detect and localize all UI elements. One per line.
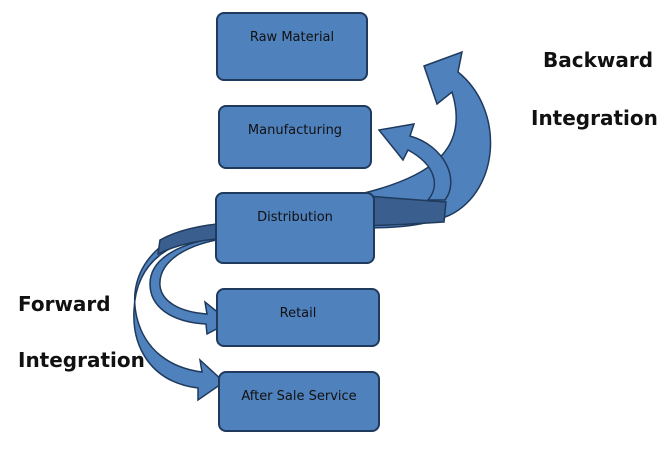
raw-material-box: Raw Material	[216, 12, 368, 81]
backward-integration-label-line1: Backward	[543, 48, 654, 72]
distribution-label: Distribution	[257, 210, 333, 225]
after-sale-service-label: After Sale Service	[241, 389, 357, 404]
forward-arrow-to-after-sale-service	[133, 222, 229, 402]
forward-integration-label-line1: Forward	[18, 292, 111, 316]
retail-label: Retail	[279, 306, 317, 321]
backward-arrow-to-manufacturing	[377, 123, 452, 201]
manufacturing-box: Manufacturing	[218, 105, 372, 169]
distribution-box: Distribution	[215, 192, 375, 264]
forward-arrow-tail	[157, 222, 229, 256]
forward-arrow-to-retail	[149, 235, 232, 336]
manufacturing-label: Manufacturing	[247, 123, 343, 138]
raw-material-label: Raw Material	[249, 30, 335, 45]
retail-box: Retail	[216, 288, 380, 347]
backward-integration-label-line2: Integration	[531, 106, 658, 130]
forward-integration-label-line2: Integration	[18, 348, 145, 372]
after-sale-service-box: After Sale Service	[218, 371, 380, 432]
